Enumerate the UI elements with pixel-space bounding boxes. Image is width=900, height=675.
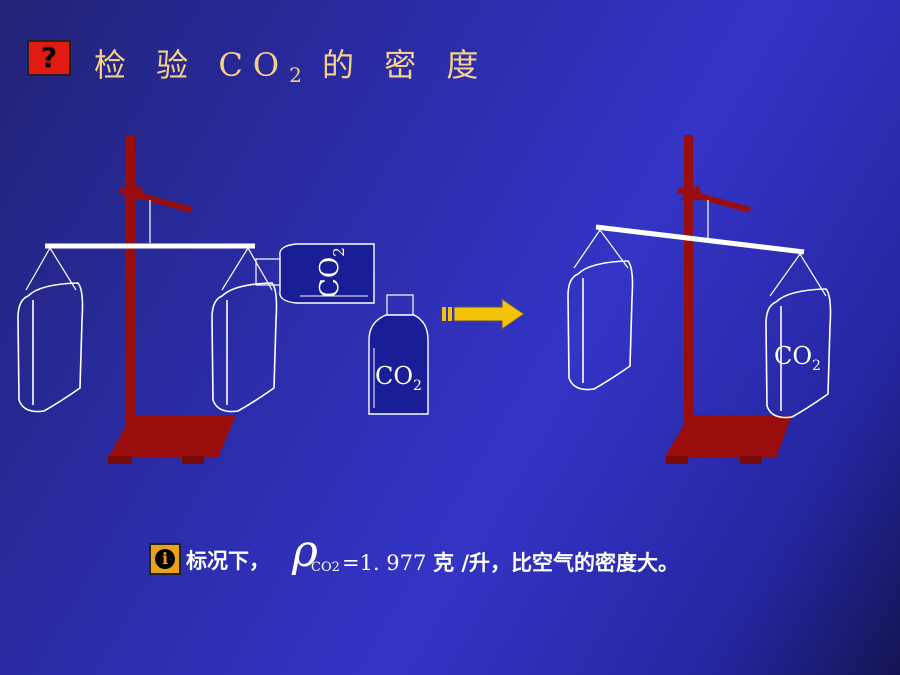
left-stand bbox=[108, 135, 236, 464]
upright-co2-bottle: CO2 bbox=[368, 294, 429, 415]
right-stand bbox=[664, 135, 792, 464]
question-mark-icon: ? bbox=[27, 40, 71, 76]
density-statement: =1. 977 克 /升，比空气的密度大。 bbox=[342, 547, 679, 577]
title-suffix: 的 密 度 bbox=[301, 46, 489, 84]
right-bag-label: CO2 bbox=[774, 342, 821, 374]
tilted-co2-bottle: CO2 bbox=[255, 243, 375, 304]
slide-title: 检 验 CO2 的 密 度 bbox=[94, 40, 488, 87]
left-bag-2 bbox=[211, 282, 278, 413]
rho-symbol: ρ bbox=[292, 526, 318, 577]
density-value: =1. 977 bbox=[342, 551, 434, 575]
density-conclusion: 比空气的密度大。 bbox=[511, 551, 680, 575]
right-arrow-icon bbox=[442, 298, 525, 330]
rho-subscript: CO2 bbox=[311, 560, 340, 575]
title-prefix: 检 验 CO bbox=[94, 46, 290, 84]
note-prefix: 标况下， bbox=[186, 549, 270, 573]
right-bag-empty bbox=[567, 260, 634, 391]
tilted-bottle-label: CO2 bbox=[315, 247, 348, 298]
density-unit: 克 /升， bbox=[433, 551, 512, 575]
title-subscript: 2 bbox=[289, 63, 302, 87]
left-bag-1 bbox=[17, 282, 84, 413]
upright-bottle-label: CO2 bbox=[375, 362, 422, 394]
info-icon: i bbox=[149, 543, 181, 575]
right-bag-co2 bbox=[765, 288, 832, 419]
